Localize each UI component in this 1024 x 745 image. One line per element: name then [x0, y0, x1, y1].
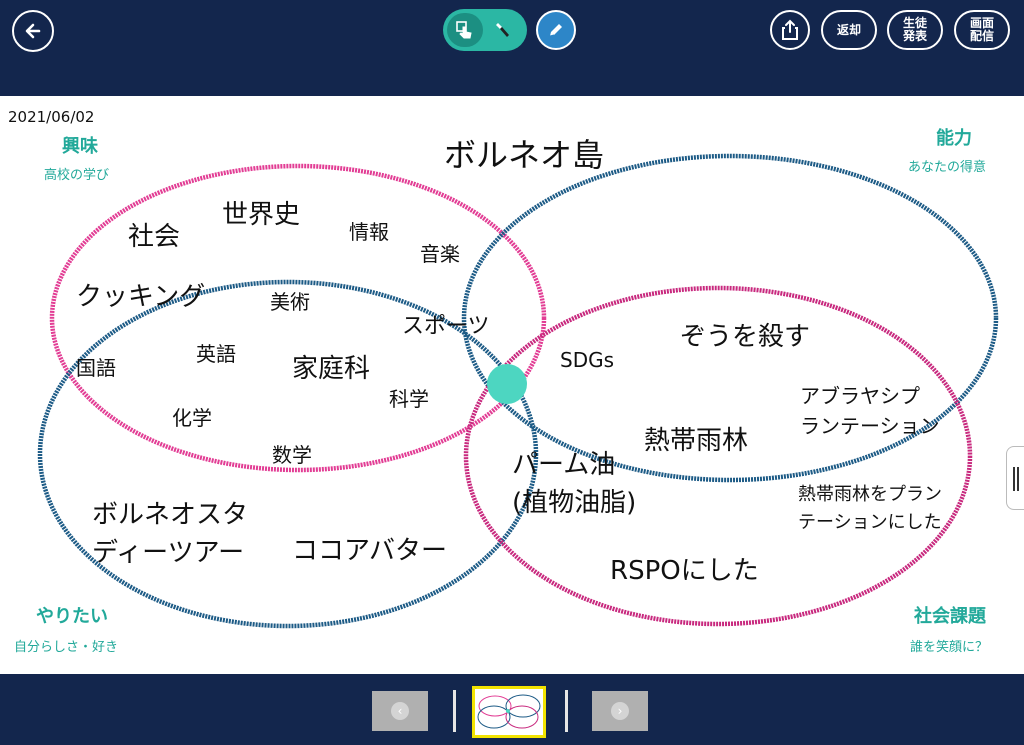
word-kokugo: 国語	[76, 356, 116, 380]
corner-social-title: 社会課題	[914, 606, 986, 627]
word-sekaishi: 世界史	[222, 200, 301, 230]
separator-left	[453, 690, 456, 732]
back-button[interactable]	[12, 10, 54, 52]
word-rainforest-plantation-1: 熱帯雨林をプラン	[798, 484, 942, 505]
share-button[interactable]	[770, 10, 810, 50]
corner-want-sub: 自分らしさ・好き	[14, 640, 119, 655]
corner-interest-title: 興味	[62, 136, 98, 157]
word-zou: ぞうを殺す	[680, 322, 811, 352]
whiteboard-canvas[interactable]: 2021/06/02 興味 高校の学び 能力 あなたの得意 やりたい 自分らしさ…	[0, 96, 1024, 674]
pen-mode-button[interactable]	[493, 19, 515, 45]
word-bijutsu: 美術	[270, 290, 310, 314]
grip-icon	[1013, 467, 1019, 491]
word-rspo: RSPOにした	[610, 556, 759, 586]
student-present-button[interactable]: 生徒 発表	[887, 10, 943, 50]
word-ongaku: 音楽	[420, 242, 460, 266]
hand-pointer-icon	[456, 21, 472, 39]
word-eigo: 英語	[196, 342, 236, 366]
word-kateika: 家庭科	[292, 354, 371, 384]
return-label: 返却	[836, 22, 861, 37]
return-button[interactable]: 返却	[821, 10, 877, 50]
page-navigator: ‹ ›	[0, 674, 1024, 745]
word-rainforest: 熱帯雨林	[644, 426, 749, 456]
touch-mode-button[interactable]	[447, 13, 483, 47]
side-panel-handle[interactable]	[1006, 446, 1024, 510]
pink-ellipse-social	[463, 285, 973, 627]
word-palm-oil-1: パーム油	[512, 450, 616, 480]
word-plantation-1: アブラヤシプ	[800, 384, 920, 408]
navy-ellipse-ability	[461, 153, 999, 483]
corner-social-sub: 誰を笑顔に？	[910, 640, 989, 655]
pink-ellipse-interest	[49, 163, 547, 473]
input-mode-toggle[interactable]	[443, 9, 527, 51]
word-cooking: クッキング	[76, 282, 206, 312]
word-borneo-study-2: ディーツアー	[92, 538, 245, 568]
screen-share-button[interactable]: 画面 配信	[954, 10, 1010, 50]
word-joho: 情報	[349, 220, 389, 244]
share-icon	[782, 19, 798, 40]
student-present-label-2: 発表	[902, 29, 927, 43]
corner-want-title: やりたい	[36, 606, 108, 627]
next-page-button[interactable]: ›	[592, 691, 648, 731]
separator-right	[565, 690, 568, 732]
word-kagaku-science: 科学	[389, 387, 429, 411]
thumbnail-preview	[477, 694, 541, 729]
word-plantation-2: ランテーション	[800, 414, 940, 438]
pencil-tool-button[interactable]	[536, 10, 576, 50]
word-shakai: 社会	[128, 222, 181, 252]
chevron-right-icon: ›	[611, 702, 629, 720]
word-rainforest-plantation-2: テーションにした	[798, 512, 942, 533]
word-palm-oil-2: (植物油脂)	[512, 488, 637, 518]
date-label: 2021/06/02	[8, 108, 95, 126]
page-thumbnail[interactable]	[472, 686, 546, 738]
navy-ellipse-want	[37, 279, 539, 629]
corner-ability-sub: あなたの得意	[908, 160, 987, 175]
screen-share-label-1: 画面	[969, 16, 994, 30]
center-overlap-marker	[487, 364, 527, 404]
screen-share-label-2: 配信	[969, 29, 994, 43]
arrow-left-icon	[25, 23, 41, 39]
corner-ability-title: 能力	[936, 128, 972, 149]
word-cocoa-butter: ココアバター	[292, 536, 447, 566]
chevron-left-icon: ‹	[391, 702, 409, 720]
word-borneo-study-1: ボルネオスタ	[92, 500, 249, 530]
corner-interest-sub: 高校の学び	[44, 168, 110, 183]
pencil-icon	[549, 24, 562, 37]
top-toolbar: 返却 生徒 発表 画面 配信	[0, 0, 1024, 96]
prev-page-button[interactable]: ‹	[372, 691, 428, 731]
venn-diagram	[37, 153, 999, 629]
word-sugaku: 数学	[272, 443, 312, 467]
word-sdgs: SDGs	[560, 348, 615, 372]
word-kagaku-chemistry: 化学	[172, 406, 212, 430]
diagram-title: ボルネオ島	[444, 136, 605, 174]
word-sports: スポーツ	[402, 314, 490, 339]
marker-icon	[496, 23, 509, 37]
student-present-label-1: 生徒	[902, 16, 927, 30]
